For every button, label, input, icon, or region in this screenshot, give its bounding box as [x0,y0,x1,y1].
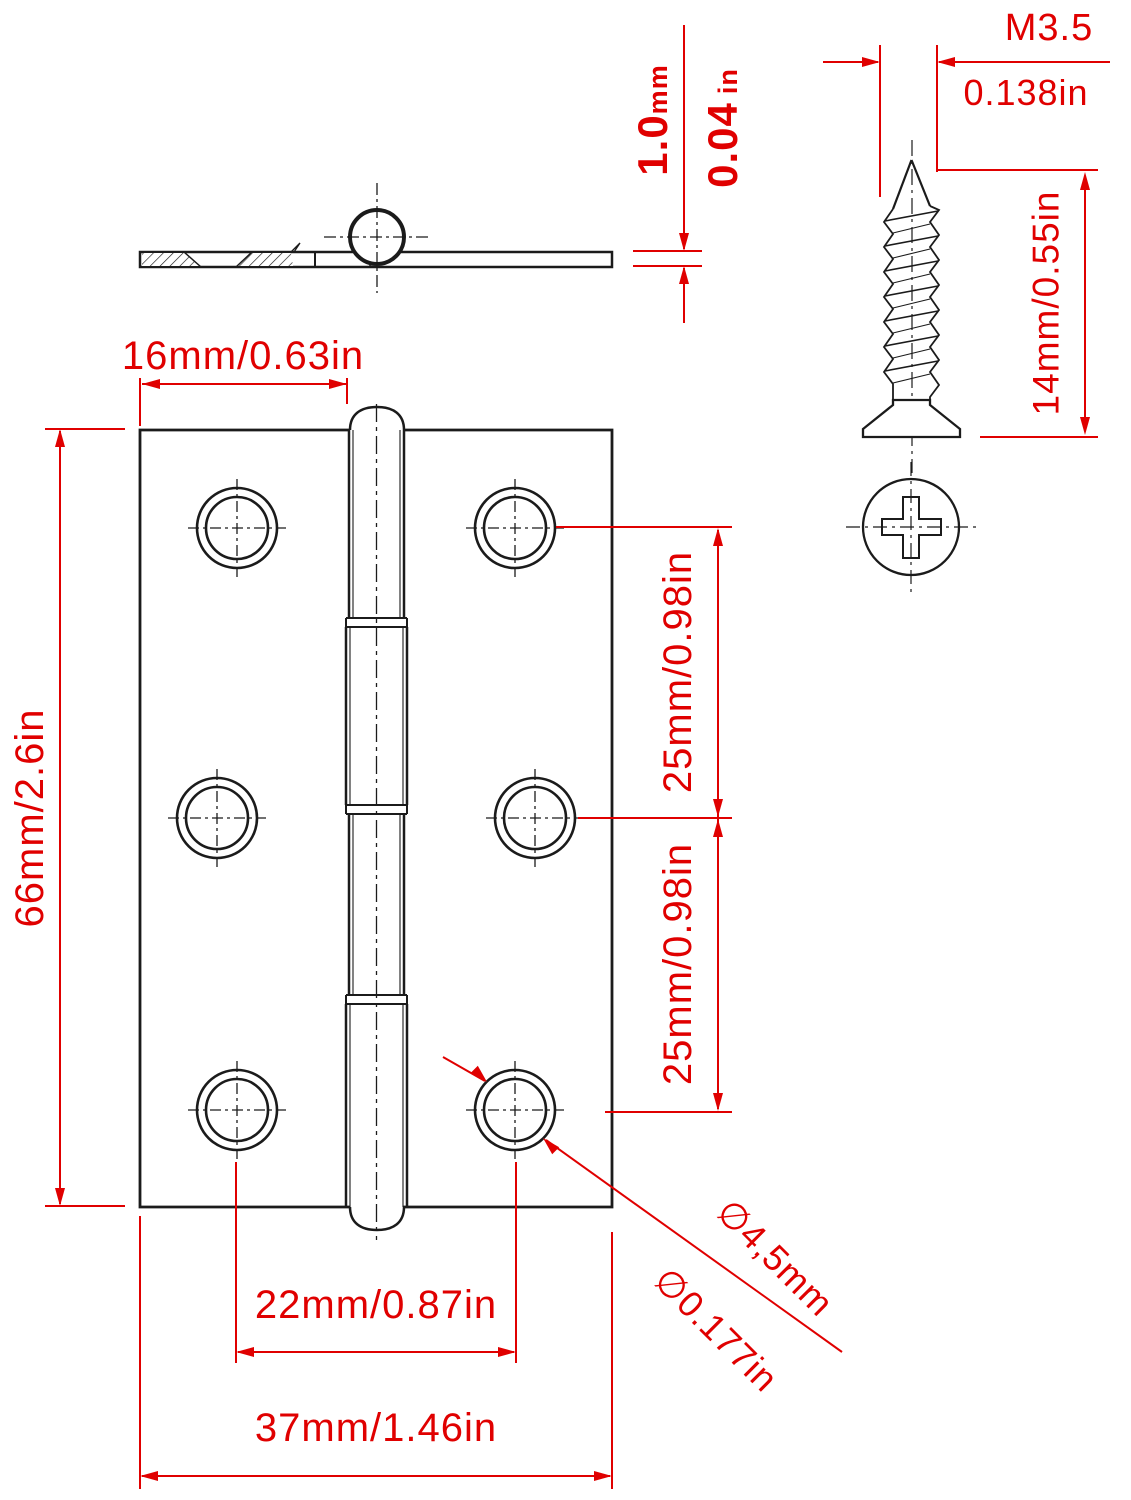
dim-hole-columns [235,1162,517,1363]
dim-thread-size [823,45,1110,197]
front-view [138,404,614,1240]
label-thread-size: M3.5 [1004,7,1094,49]
dim-height [45,428,125,1207]
screw-head-view [846,462,976,593]
arrowhead [142,379,160,389]
label-open-width: 37mm/1.46in [254,1406,498,1450]
arrowhead [679,266,689,284]
arrowhead [713,819,723,837]
arrowhead [1080,417,1090,435]
dim-screw-length [937,169,1098,438]
arrowhead [713,528,723,546]
label-hole-columns: 22mm/0.87in [254,1283,498,1327]
arrowhead [140,1471,158,1481]
section-hatch-right [236,253,293,266]
arrowhead [862,57,880,67]
dim-hole-diameter-leader [442,1056,843,1353]
arrowhead [498,1347,516,1357]
label-hole-pitch-upper: 25mm/0.98in [656,550,700,794]
dim-hole-pitch [556,526,732,1113]
label-leaf-width: 16mm/0.63in [121,334,365,378]
dim-thickness [633,25,702,323]
arrowhead [713,1093,723,1111]
thread-roots [892,223,931,384]
label-thread-size-in: 0.138in [963,72,1089,113]
arrowhead [470,1065,487,1082]
section-break-mark [290,242,301,253]
arrowhead [713,799,723,817]
label-hole-pitch-lower: 25mm/0.98in [656,842,700,1086]
screw-holes [168,479,584,1159]
hole-mid-right [486,769,584,867]
arrowhead [594,1471,612,1481]
section-hatch-left [142,253,201,266]
label-screw-length: 14mm/0.55in [1025,190,1067,416]
thread-crests [884,210,939,372]
hole-bottom-right [466,1061,564,1159]
arrowhead [937,57,955,67]
thread-right-edge [928,205,941,400]
arrowhead [55,1188,65,1206]
side-view [138,183,614,293]
barrel [344,404,409,1240]
arrowhead [236,1347,254,1357]
left-leaf-outline [138,428,350,1209]
label-height: 66mm/2.6in [8,708,52,928]
dim-leaf-width [139,378,348,426]
label-thickness-in: 0.04in [699,68,746,188]
hole-mid-left [168,769,266,867]
hole-bottom-left [188,1061,286,1159]
arrowhead [679,233,689,251]
screw-view [861,140,962,473]
hole-top-right [466,479,564,577]
arrowhead [543,1138,560,1155]
arrowhead [1080,172,1090,190]
arrowhead [329,379,347,389]
hole-top-left [188,479,286,577]
dim-open-width [139,1216,613,1489]
countersunk-head [861,398,962,439]
arrowhead [55,429,65,447]
thread-left-edge [882,208,895,400]
label-thickness-mm: 1.0mm [629,64,676,176]
